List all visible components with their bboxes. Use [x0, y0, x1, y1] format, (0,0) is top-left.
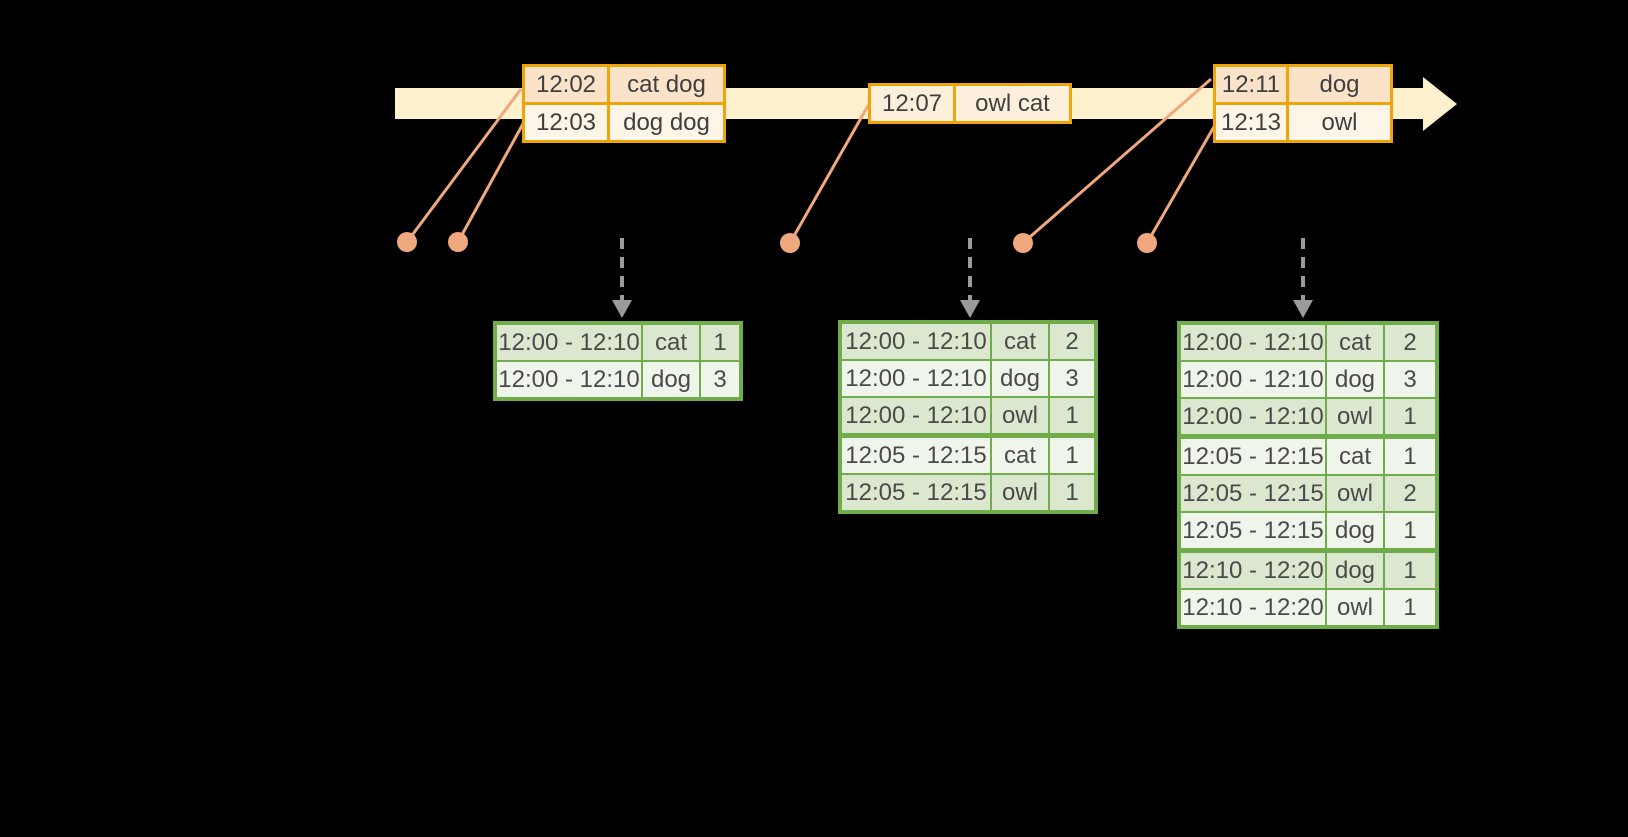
event-table-1: 12:02 cat dog 12:03 dog dog [522, 64, 726, 143]
window-cell: 12:00 - 12:10 [1181, 362, 1325, 397]
table-row: 12:00 - 12:10 cat 2 [842, 324, 1094, 359]
word-cell: cat [992, 438, 1048, 473]
count-cell: 1 [1385, 399, 1435, 434]
event-dot-icon [1137, 233, 1157, 253]
event-dot-icon [780, 233, 800, 253]
word-cell: owl [992, 475, 1048, 510]
result-table-3: 12:00 - 12:10 cat 2 12:00 - 12:10 dog 3 … [1177, 321, 1439, 629]
word-cell: owl [1327, 399, 1383, 434]
timeline-arrowhead-icon [1423, 77, 1457, 131]
word-cell: cat [992, 324, 1048, 359]
count-cell: 2 [1050, 324, 1094, 359]
event-dot-icon [1013, 233, 1033, 253]
connector-line [405, 88, 523, 243]
count-cell: 1 [1385, 439, 1435, 474]
window-cell: 12:00 - 12:10 [497, 325, 641, 360]
table-row: 12:00 - 12:10 dog 3 [497, 362, 739, 397]
table-row: 12:00 - 12:10 cat 2 [1181, 325, 1435, 360]
window-cell: 12:05 - 12:15 [1181, 439, 1325, 474]
event-words: owl [1289, 105, 1390, 140]
word-cell: dog [1327, 362, 1383, 397]
table-row: 12:00 - 12:10 owl 1 [842, 398, 1094, 433]
table-row: 12:00 - 12:10 cat 1 [497, 325, 739, 360]
event-words: owl cat [956, 86, 1069, 121]
result-table-1: 12:00 - 12:10 cat 1 12:00 - 12:10 dog 3 [493, 321, 743, 401]
event-table-2: 12:07 owl cat [868, 83, 1072, 124]
window-cell: 12:10 - 12:20 [1181, 553, 1325, 588]
window-cell: 12:05 - 12:15 [1181, 476, 1325, 511]
table-row: 12:00 - 12:10 dog 3 [1181, 362, 1435, 397]
table-row: 12:05 - 12:15 cat 1 [842, 438, 1094, 473]
event-row: 12:03 dog dog [525, 105, 723, 140]
word-cell: dog [643, 362, 699, 397]
event-row: 12:07 owl cat [871, 86, 1069, 121]
event-row: 12:02 cat dog [525, 67, 723, 102]
event-time: 12:13 [1216, 105, 1286, 140]
word-cell: owl [1327, 476, 1383, 511]
event-dot-icon [448, 232, 468, 252]
table-row: 12:10 - 12:20 dog 1 [1181, 553, 1435, 588]
word-cell: dog [1327, 553, 1383, 588]
count-cell: 1 [1385, 553, 1435, 588]
connector-line [1145, 124, 1217, 244]
table-row: 12:05 - 12:15 owl 1 [842, 475, 1094, 510]
table-row: 12:05 - 12:15 cat 1 [1181, 439, 1435, 474]
count-cell: 1 [1050, 475, 1094, 510]
window-cell: 12:00 - 12:10 [842, 324, 990, 359]
window-cell: 12:05 - 12:15 [842, 438, 990, 473]
table-row: 12:00 - 12:10 dog 3 [842, 361, 1094, 396]
event-words: dog dog [610, 105, 723, 140]
window-cell: 12:00 - 12:10 [842, 398, 990, 433]
down-arrowhead-icon [612, 300, 632, 318]
word-cell: cat [1327, 325, 1383, 360]
result-table-2: 12:00 - 12:10 cat 2 12:00 - 12:10 dog 3 … [838, 320, 1098, 514]
window-cell: 12:05 - 12:15 [842, 475, 990, 510]
down-arrowhead-icon [960, 300, 980, 318]
count-cell: 1 [1385, 513, 1435, 548]
table-row: 12:05 - 12:15 dog 1 [1181, 513, 1435, 548]
count-cell: 1 [1050, 438, 1094, 473]
down-arrowhead-icon [1293, 300, 1313, 318]
count-cell: 3 [701, 362, 739, 397]
event-words: dog [1289, 67, 1390, 102]
table-row: 12:00 - 12:10 owl 1 [1181, 399, 1435, 434]
event-row: 12:11 dog [1216, 67, 1390, 102]
word-cell: cat [643, 325, 699, 360]
window-cell: 12:00 - 12:10 [497, 362, 641, 397]
count-cell: 2 [1385, 476, 1435, 511]
word-cell: dog [992, 361, 1048, 396]
window-cell: 12:00 - 12:10 [1181, 325, 1325, 360]
connector-line [1022, 77, 1212, 245]
event-time: 12:07 [871, 86, 953, 121]
window-cell: 12:05 - 12:15 [1181, 513, 1325, 548]
connector-line [788, 103, 871, 244]
count-cell: 2 [1385, 325, 1435, 360]
event-time: 12:02 [525, 67, 607, 102]
event-time: 12:03 [525, 105, 607, 140]
count-cell: 3 [1385, 362, 1435, 397]
count-cell: 1 [701, 325, 739, 360]
count-cell: 1 [1385, 590, 1435, 625]
event-time: 12:11 [1216, 67, 1286, 102]
word-cell: owl [1327, 590, 1383, 625]
window-cell: 12:00 - 12:10 [842, 361, 990, 396]
count-cell: 3 [1050, 361, 1094, 396]
window-cell: 12:00 - 12:10 [1181, 399, 1325, 434]
word-cell: dog [1327, 513, 1383, 548]
event-table-3: 12:11 dog 12:13 owl [1213, 64, 1393, 143]
event-dot-icon [397, 232, 417, 252]
count-cell: 1 [1050, 398, 1094, 433]
word-cell: owl [992, 398, 1048, 433]
word-cell: cat [1327, 439, 1383, 474]
table-row: 12:10 - 12:20 owl 1 [1181, 590, 1435, 625]
event-row: 12:13 owl [1216, 105, 1390, 140]
table-row: 12:05 - 12:15 owl 2 [1181, 476, 1435, 511]
event-words: cat dog [610, 67, 723, 102]
window-cell: 12:10 - 12:20 [1181, 590, 1325, 625]
connector-line [456, 121, 526, 243]
